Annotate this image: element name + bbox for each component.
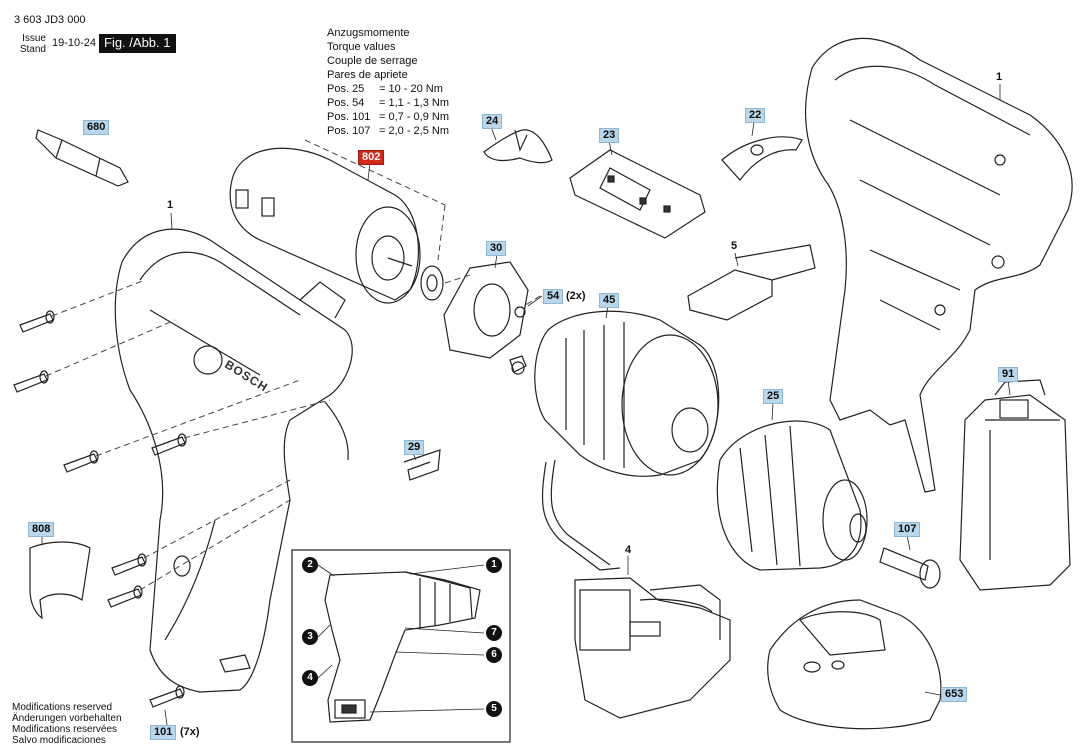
issue-label-en: Issue xyxy=(22,33,46,44)
screws-left-drawing xyxy=(13,279,331,708)
torque-value: = 10 - 20 Nm xyxy=(379,83,443,95)
part-tag-1-left[interactable]: 1 xyxy=(167,199,174,211)
part-tag-802[interactable]: 802 xyxy=(358,150,385,165)
motor-802-drawing xyxy=(229,139,446,304)
spring-24-drawing xyxy=(483,129,553,164)
torque-pos: Pos. 25 xyxy=(327,83,365,95)
document-number: 3 603 JD3 000 xyxy=(14,14,86,26)
part-tag-54[interactable]: 54 xyxy=(543,289,564,304)
sleeve-808-drawing xyxy=(29,541,91,620)
part-tag-101-quantity: (7x) xyxy=(180,726,200,738)
inset-callout-6: 6 xyxy=(486,647,502,663)
torque-pos: Pos. 54 xyxy=(327,97,365,109)
pinion-drawing xyxy=(420,265,444,301)
torque-row: Pos. 101 = 0,7 - 0,9 Nm xyxy=(327,110,449,124)
screw-107-drawing xyxy=(879,547,941,589)
part-tag-24[interactable]: 24 xyxy=(482,114,503,129)
footer-line-es: Salvo modificaciones xyxy=(12,735,106,746)
torque-pos: Pos. 107 xyxy=(327,125,371,137)
part-tag-653[interactable]: 653 xyxy=(941,687,968,702)
footer-line-fr: Modifications reservées xyxy=(12,724,118,735)
issue-label: Issue Stand xyxy=(16,33,46,55)
housing-right-drawing xyxy=(804,37,1073,493)
slide-5-drawing xyxy=(687,244,816,321)
plate-30-drawing xyxy=(443,261,529,359)
part-tag-5[interactable]: 5 xyxy=(731,240,738,252)
part-tag-23[interactable]: 23 xyxy=(599,128,620,143)
screw-54-drawing xyxy=(509,295,541,375)
inset-box-drawing xyxy=(291,549,511,743)
bit-680-drawing xyxy=(35,129,129,187)
part-tag-54-quantity: (2x) xyxy=(566,290,586,302)
torque-row: Pos. 107 = 2,0 - 2,5 Nm xyxy=(327,124,449,138)
torque-value: = 2,0 - 2,5 Nm xyxy=(379,125,450,137)
issue-label-de: Stand xyxy=(19,44,46,55)
part-tag-30[interactable]: 30 xyxy=(486,241,507,256)
torque-row: Pos. 54 = 1,1 - 1,3 Nm xyxy=(327,96,449,110)
torque-title-de: Anzugsmomente xyxy=(327,27,410,39)
torque-values-block: Anzugsmomente Torque values Couple de se… xyxy=(327,26,449,138)
torque-pos: Pos. 101 xyxy=(327,111,371,123)
torque-value: = 1,1 - 1,3 Nm xyxy=(379,97,450,109)
part-tag-808[interactable]: 808 xyxy=(28,522,55,537)
charger-653-drawing xyxy=(767,599,944,730)
part-tag-91[interactable]: 91 xyxy=(998,367,1019,382)
inset-callout-7: 7 xyxy=(486,625,502,641)
part-tag-1-right[interactable]: 1 xyxy=(996,71,1003,83)
housing-left-drawing xyxy=(114,228,353,693)
inset-callout-2: 2 xyxy=(302,557,318,573)
torque-value: = 0,7 - 0,9 Nm xyxy=(379,111,450,123)
torque-title-fr: Couple de serrage xyxy=(327,55,418,67)
footer-line-en: Modifications reserved xyxy=(12,702,113,713)
part-tag-25[interactable]: 25 xyxy=(763,389,784,404)
inset-callout-4: 4 xyxy=(302,670,318,686)
part-tag-101[interactable]: 101 xyxy=(150,725,177,740)
slider-23-drawing xyxy=(569,149,706,239)
part-tag-4[interactable]: 4 xyxy=(625,544,632,556)
figure-label: Fig. /Abb. 1 xyxy=(99,34,177,53)
chuck-25-drawing xyxy=(716,420,868,571)
torque-row: Pos. 25 = 10 - 20 Nm xyxy=(327,82,449,96)
cover-22-drawing xyxy=(721,136,803,181)
footer-notes: Modifications reserved Änderungen vorbeh… xyxy=(12,702,122,746)
issue-date: 19-10-24 xyxy=(52,37,97,49)
inset-callout-1: 1 xyxy=(486,557,502,573)
footer-line-de: Änderungen vorbehalten xyxy=(12,713,122,724)
battery-91-drawing xyxy=(959,379,1071,591)
part-tag-29[interactable]: 29 xyxy=(404,440,425,455)
clip-29-drawing xyxy=(403,449,441,481)
torque-title-es: Pares de apriete xyxy=(327,69,408,81)
part-tag-107[interactable]: 107 xyxy=(894,522,921,537)
gearbox-45-drawing xyxy=(534,310,720,477)
inset-callout-3: 3 xyxy=(302,629,318,645)
torque-title-en: Torque values xyxy=(327,41,396,53)
part-tag-22[interactable]: 22 xyxy=(745,108,766,123)
tag-leaders xyxy=(41,84,1011,726)
electronics-4-drawing xyxy=(541,459,731,719)
inset-callout-5: 5 xyxy=(486,701,502,717)
part-tag-680[interactable]: 680 xyxy=(83,120,110,135)
part-tag-45[interactable]: 45 xyxy=(599,293,620,308)
